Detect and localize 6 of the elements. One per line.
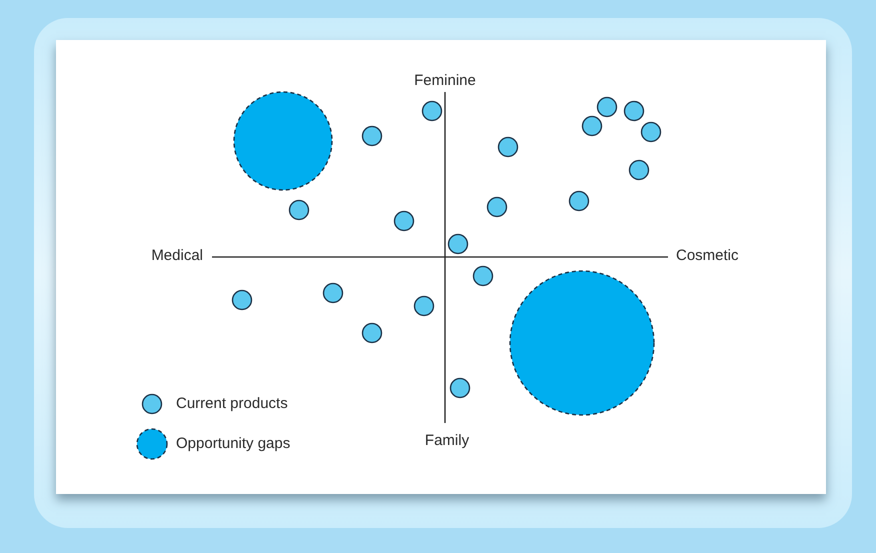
axis-label: Cosmetic (676, 247, 739, 265)
axis-label: Feminine (414, 72, 476, 90)
axis-label: Family (424, 432, 470, 450)
axis-label: Medical (151, 247, 203, 265)
legend-label: Current products (176, 395, 288, 413)
legend-label: Opportunity gaps (176, 435, 290, 453)
